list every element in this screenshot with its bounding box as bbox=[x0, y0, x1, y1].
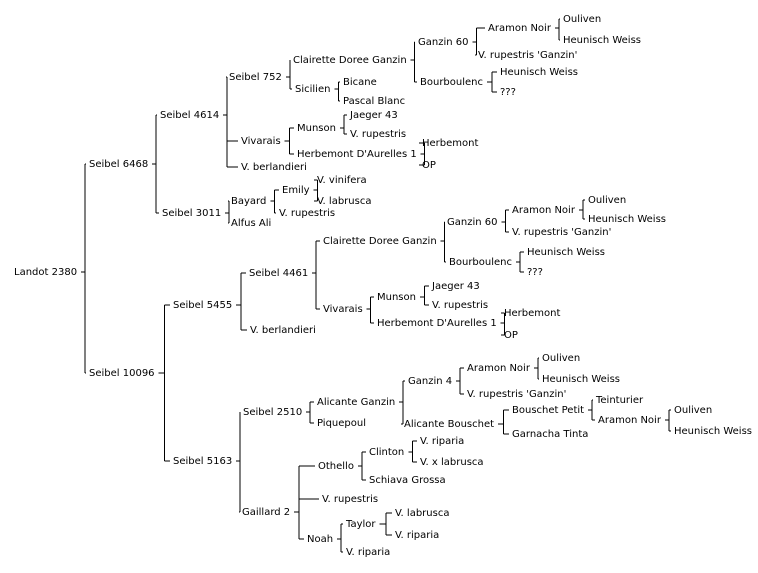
node-vivarais: Vivarais bbox=[323, 304, 363, 315]
node-clairette-doree-ganzin: Clairette Doree Ganzin bbox=[323, 236, 437, 247]
node-heunisch-weiss: Heunisch Weiss bbox=[500, 67, 578, 78]
node-v-vinifera: V. vinifera bbox=[317, 175, 367, 186]
node-seibel-3011: Seibel 3011 bbox=[162, 208, 221, 219]
node-bouschet-petit: Bouschet Petit bbox=[512, 405, 584, 416]
node-v-rupestris: V. rupestris bbox=[432, 300, 488, 311]
node-teinturier: Teinturier bbox=[595, 395, 644, 406]
node-landot-2380: Landot 2380 bbox=[14, 267, 77, 278]
node-seibel-752: Seibel 752 bbox=[229, 72, 282, 83]
node-aramon-noir: Aramon Noir bbox=[467, 363, 531, 374]
node-unknown: ??? bbox=[500, 87, 516, 98]
node-seibel-4461: Seibel 4461 bbox=[249, 268, 308, 279]
node-op: OP bbox=[422, 160, 436, 171]
node-v-berlandieri: V. berlandieri bbox=[241, 162, 307, 173]
node-schiava-grossa: Schiava Grossa bbox=[369, 475, 446, 486]
node-v-rupestris-ganzin: V. rupestris 'Ganzin' bbox=[478, 50, 577, 61]
node-v-rupestris: V. rupestris bbox=[350, 129, 406, 140]
node-seibel-10096: Seibel 10096 bbox=[89, 368, 155, 379]
node-heunisch-weiss: Heunisch Weiss bbox=[527, 247, 605, 258]
node-ouliven: Ouliven bbox=[674, 405, 712, 416]
node-jaeger-43: Jaeger 43 bbox=[349, 110, 398, 121]
node-munson: Munson bbox=[377, 292, 416, 303]
node-v-riparia: V. riparia bbox=[420, 436, 464, 447]
node-v-riparia: V. riparia bbox=[346, 547, 390, 558]
node-piquepoul: Piquepoul bbox=[317, 418, 366, 429]
node-aramon-noir: Aramon Noir bbox=[512, 205, 576, 216]
node-sicilien: Sicilien bbox=[295, 84, 330, 95]
node-aramon-noir: Aramon Noir bbox=[488, 23, 552, 34]
node-seibel-5455: Seibel 5455 bbox=[173, 300, 232, 311]
node-v-berlandieri: V. berlandieri bbox=[250, 325, 316, 336]
node-heunisch-weiss: Heunisch Weiss bbox=[588, 214, 666, 225]
node-alicante-bouschet: Alicante Bouschet bbox=[404, 419, 494, 430]
node-ganzin-60: Ganzin 60 bbox=[447, 217, 497, 228]
node-herbemont-d-aurelles-1: Herbemont D'Aurelles 1 bbox=[377, 318, 497, 329]
node-noah: Noah bbox=[307, 534, 333, 545]
node-seibel-2510: Seibel 2510 bbox=[243, 407, 302, 418]
node-v-rupestris: V. rupestris bbox=[279, 208, 335, 219]
node-ouliven: Ouliven bbox=[542, 353, 580, 364]
node-bourboulenc: Bourboulenc bbox=[449, 257, 512, 268]
node-seibel-5163: Seibel 5163 bbox=[173, 456, 232, 467]
node-ouliven: Ouliven bbox=[563, 14, 601, 25]
node-alfus-ali: Alfus Ali bbox=[231, 218, 271, 229]
node-bayard: Bayard bbox=[231, 196, 266, 207]
node-bicane: Bicane bbox=[343, 77, 377, 88]
node-herbemont: Herbemont bbox=[504, 308, 560, 319]
node-heunisch-weiss: Heunisch Weiss bbox=[542, 374, 620, 385]
node-heunisch-weiss: Heunisch Weiss bbox=[563, 35, 641, 46]
node-gaillard-2: Gaillard 2 bbox=[242, 507, 290, 518]
node-pascal-blanc: Pascal Blanc bbox=[343, 96, 405, 107]
node-taylor: Taylor bbox=[345, 519, 376, 530]
node-heunisch-weiss: Heunisch Weiss bbox=[674, 426, 752, 437]
node-v-rupestris-ganzin: V. rupestris 'Ganzin' bbox=[467, 389, 566, 400]
node-emily: Emily bbox=[282, 185, 310, 196]
node-v-labrusca: V. labrusca bbox=[317, 196, 371, 207]
node-clairette-doree-ganzin: Clairette Doree Ganzin bbox=[293, 55, 407, 66]
node-seibel-6468: Seibel 6468 bbox=[89, 159, 148, 170]
node-v-labrusca: V. labrusca bbox=[395, 508, 449, 519]
node-garnacha-tinta: Garnacha Tinta bbox=[512, 429, 588, 440]
node-unknown: ??? bbox=[527, 267, 543, 278]
node-herbemont-d-aurelles-1: Herbemont D'Aurelles 1 bbox=[297, 149, 417, 160]
node-ganzin-4: Ganzin 4 bbox=[408, 376, 452, 387]
node-othello: Othello bbox=[318, 461, 354, 472]
node-v-rupestris: V. rupestris bbox=[322, 494, 378, 505]
node-bourboulenc: Bourboulenc bbox=[420, 77, 483, 88]
node-munson: Munson bbox=[297, 123, 336, 134]
node-herbemont: Herbemont bbox=[422, 138, 478, 149]
node-vivarais: Vivarais bbox=[241, 136, 281, 147]
node-jaeger-43: Jaeger 43 bbox=[431, 281, 480, 292]
node-alicante-ganzin: Alicante Ganzin bbox=[317, 397, 395, 408]
node-v-rupestris-ganzin: V. rupestris 'Ganzin' bbox=[512, 227, 611, 238]
node-seibel-4614: Seibel 4614 bbox=[160, 110, 219, 121]
node-v-riparia: V. riparia bbox=[395, 530, 439, 541]
node-ganzin-60: Ganzin 60 bbox=[418, 37, 468, 48]
node-op: OP bbox=[504, 330, 518, 341]
node-aramon-noir: Aramon Noir bbox=[598, 415, 662, 426]
node-ouliven: Ouliven bbox=[588, 195, 626, 206]
node-v-x-labrusca: V. x labrusca bbox=[420, 457, 484, 468]
node-clinton: Clinton bbox=[369, 447, 404, 458]
